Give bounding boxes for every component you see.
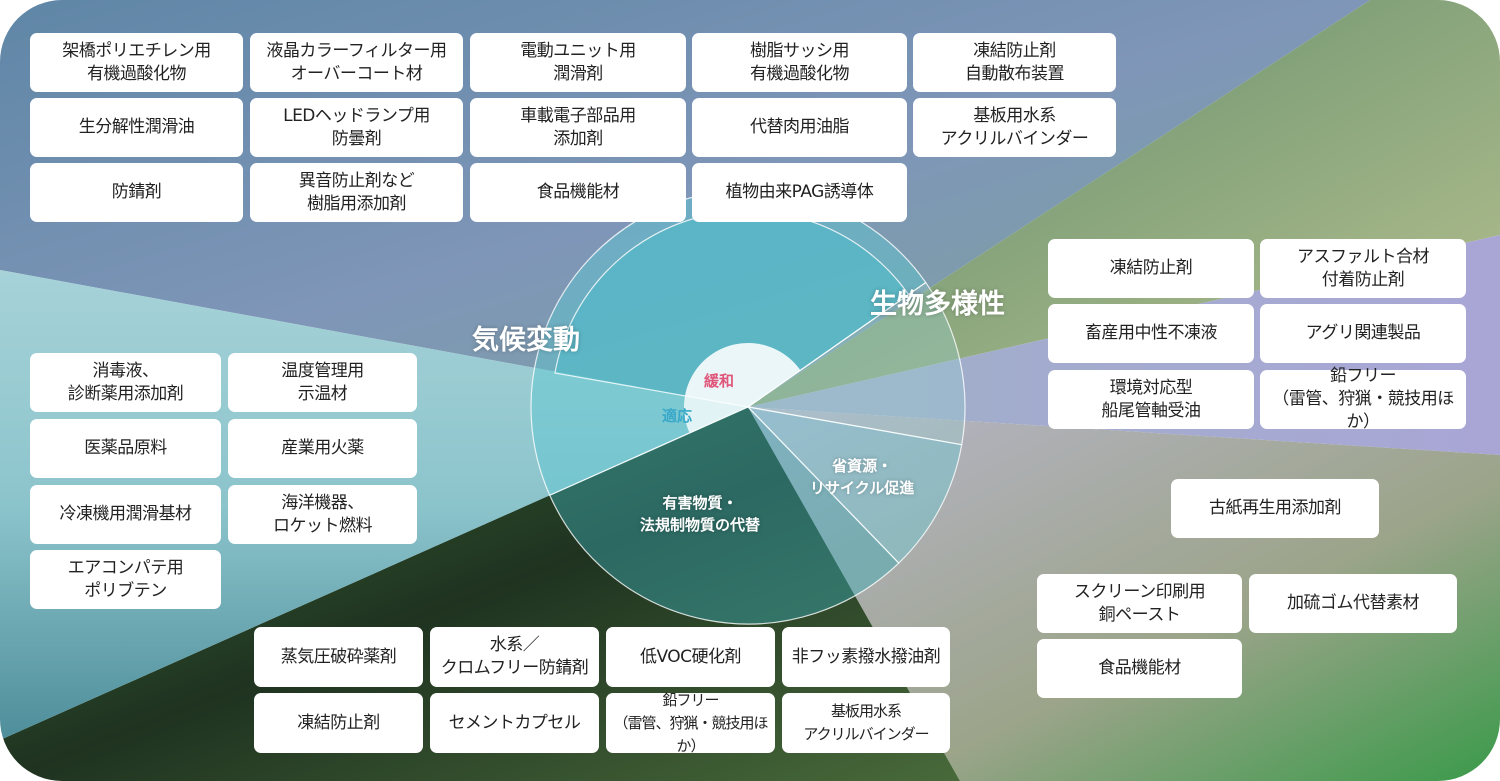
product-box: 加硫ゴム代替素材: [1249, 574, 1457, 633]
product-box: 生分解性潤滑油: [30, 98, 243, 157]
product-box: 海洋機器、 ロケット燃料: [228, 485, 417, 544]
product-box: 食品機能材: [1037, 639, 1242, 698]
product-box: 液晶カラーフィルター用 オーバーコート材: [250, 33, 463, 92]
product-box: 水系／ クロムフリー防錆剤: [430, 627, 599, 687]
product-box: 鉛フリー （雷管、狩猟・競技用ほか）: [606, 691, 775, 755]
product-box: 古紙再生用添加剤: [1171, 479, 1379, 538]
resource-sector: [746, 406, 963, 564]
product-box: 冷凍機用潤滑基材: [30, 485, 221, 544]
adaptation-core: [684, 395, 748, 434]
product-box: 凍結防止剤 自動散布装置: [913, 33, 1116, 92]
product-box: 医薬品原料: [30, 419, 221, 478]
product-box: 凍結防止剤: [254, 693, 423, 753]
category-resource-label: 省資源・ リサイクル促進: [810, 457, 915, 497]
product-box: スクリーン印刷用 銅ペースト: [1037, 574, 1242, 633]
product-box: 非フッ素撥水撥油剤: [782, 627, 950, 687]
category-wheel: [530, 189, 966, 625]
product-box: 蒸気圧破砕薬剤: [254, 627, 423, 687]
product-box: 異音防止剤など 樹脂用添加剤: [250, 163, 463, 222]
hazardous-sector: [548, 406, 900, 625]
mitigation-core: [684, 343, 801, 407]
product-box: 基板用水系 アクリルバインダー: [913, 98, 1116, 157]
biodiversity-sector: [746, 281, 966, 446]
product-box: 食品機能材: [470, 163, 686, 222]
product-box: 車載電子部品用 添加剤: [470, 98, 686, 157]
product-box: 電動ユニット用 潤滑剤: [470, 33, 686, 92]
product-box: 産業用火薬: [228, 419, 417, 478]
product-box: 植物由来PAG誘導体: [692, 163, 907, 222]
product-box: 樹脂サッシ用 有機過酸化物: [692, 33, 907, 92]
product-box: 温度管理用 示温材: [228, 353, 417, 412]
product-box: 環境対応型 船尾管軸受油: [1048, 370, 1254, 429]
product-box: 防錆剤: [30, 163, 243, 222]
adaptation-label: 適応: [662, 407, 693, 425]
product-box: 基板用水系 アクリルバインダー: [782, 693, 950, 753]
mitigation-label: 緩和: [704, 372, 735, 390]
product-box: LEDヘッドランプ用 防曇剤: [250, 98, 463, 157]
category-climate-label: 気候変動: [472, 325, 580, 356]
product-box: アスファルト合材 付着防止剤: [1260, 239, 1466, 298]
product-box: 代替肉用油脂: [692, 98, 907, 157]
region-hazardous-image: [0, 407, 960, 781]
region-butterfly-image: [748, 0, 1500, 407]
product-box: 架橋ポリエチレン用 有機過酸化物: [30, 33, 243, 92]
product-box: 凍結防止剤: [1048, 239, 1254, 298]
product-box: アグリ関連製品: [1260, 304, 1466, 363]
product-box: エアコンパテ用 ポリブテン: [30, 550, 221, 609]
category-biodiversity-label: 生物多様性: [870, 289, 1005, 320]
product-box: セメントカプセル: [430, 693, 599, 753]
category-hazardous-label: 有害物質・ 法規制物質の代替: [640, 494, 761, 534]
product-box: 鉛フリー （雷管、狩猟・競技用ほか）: [1260, 366, 1466, 432]
product-box: 低VOC硬化剤: [606, 627, 775, 687]
product-box: 畜産用中性不凍液: [1048, 304, 1254, 363]
product-box: 消毒液、 診断薬用添加剤: [30, 353, 221, 412]
